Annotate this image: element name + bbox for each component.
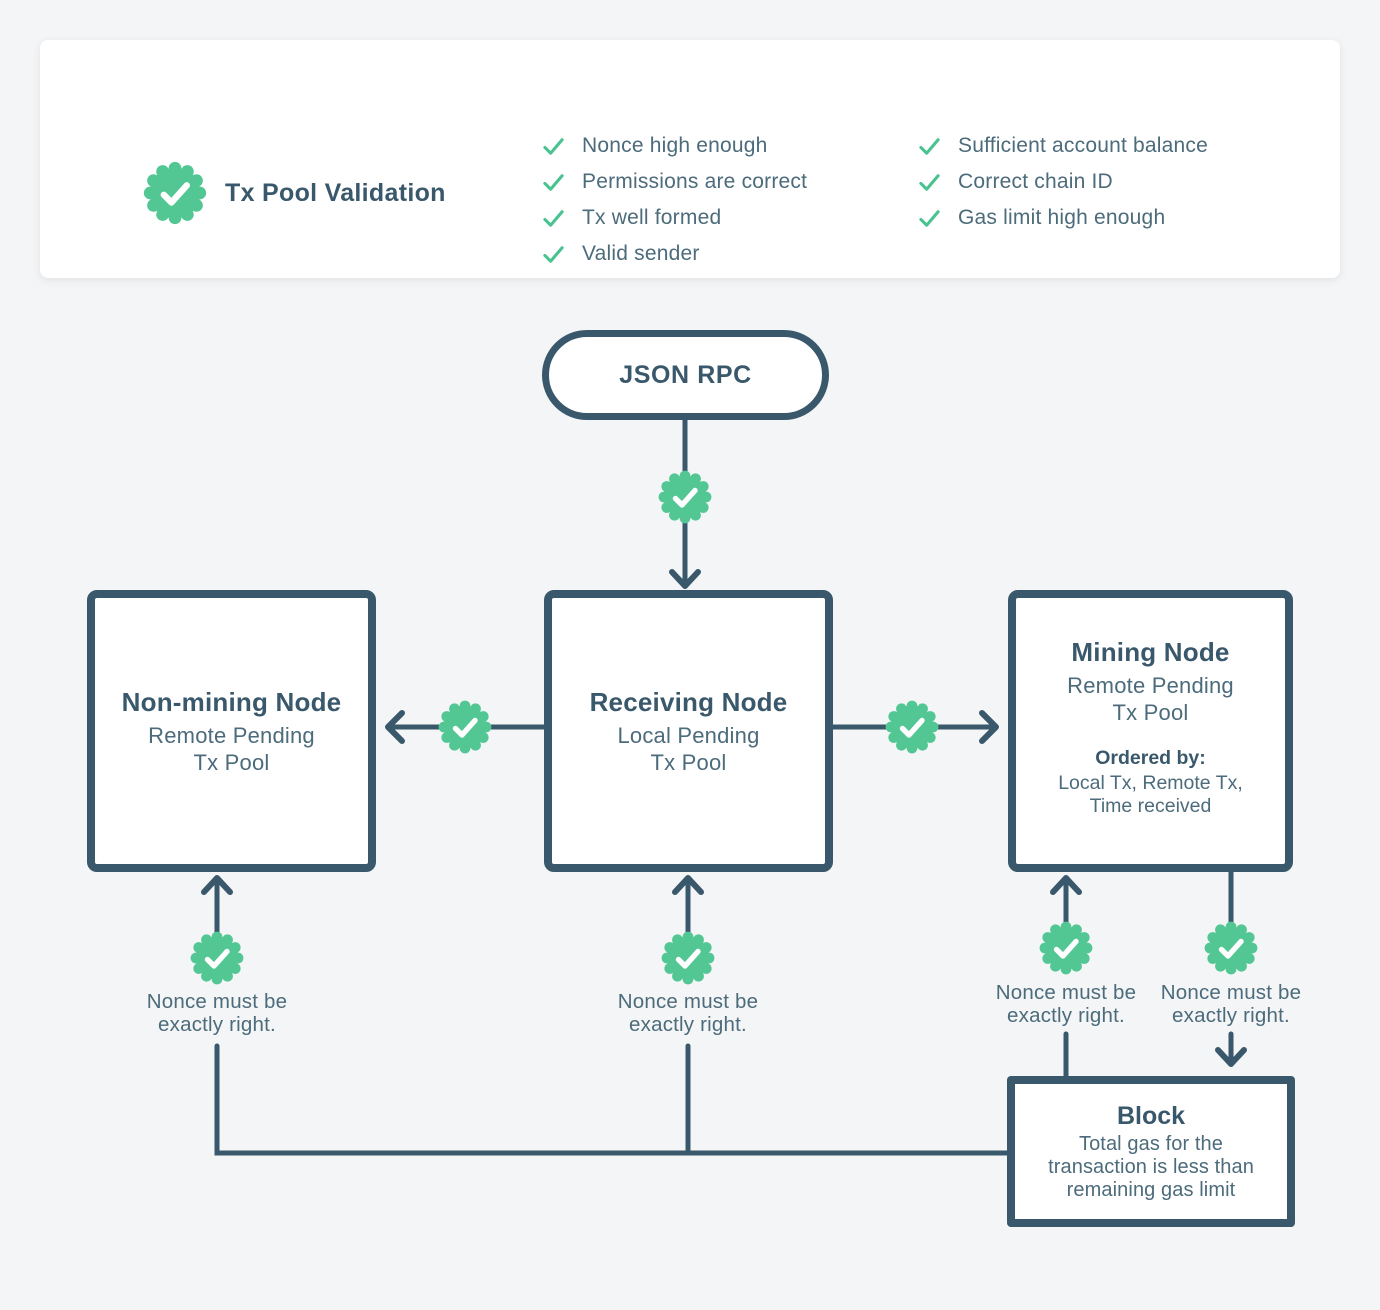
check-badge xyxy=(662,932,715,985)
check-seal-icon xyxy=(141,159,209,227)
non-mining-node: Non-mining Node Remote Pending Tx Pool xyxy=(87,590,376,872)
checklist-item: Gas limit high enough xyxy=(918,200,1208,236)
validation-card: Tx Pool Validation Nonce high enough Per… xyxy=(40,40,1340,278)
card-title: Tx Pool Validation xyxy=(225,178,446,207)
check-badge xyxy=(659,471,712,524)
node-subtitle: Local Pending Tx Pool xyxy=(617,723,760,775)
connector-block-to-nonmining xyxy=(201,875,1013,1156)
checklist-item: Permissions are correct xyxy=(542,164,807,200)
check-badge xyxy=(1040,922,1093,975)
json-rpc-label: JSON RPC xyxy=(619,360,752,389)
check-icon xyxy=(543,209,564,227)
node-title: Mining Node xyxy=(1071,637,1230,667)
arrow-up-icon xyxy=(201,875,233,895)
nonce-note-receiving: Nonce must be exactly right. xyxy=(617,990,759,1036)
json-rpc-node: JSON RPC xyxy=(542,330,829,420)
checklist-item: Valid sender xyxy=(542,236,807,272)
checklist-item: Tx well formed xyxy=(542,200,807,236)
check-icon xyxy=(919,137,940,155)
check-badge xyxy=(439,701,492,754)
check-icon xyxy=(543,245,564,263)
receiving-node: Receiving Node Local Pending Tx Pool xyxy=(544,590,833,872)
arrow-down-icon xyxy=(1215,1047,1247,1067)
arrow-up-icon xyxy=(1050,875,1082,895)
validation-checklist-right: Sufficient account balance Correct chain… xyxy=(918,128,1208,236)
block-body: Total gas for the transaction is less th… xyxy=(1048,1132,1254,1201)
checklist-item: Correct chain ID xyxy=(918,164,1208,200)
check-icon xyxy=(543,173,564,191)
mining-node: Mining Node Remote Pending Tx Pool Order… xyxy=(1008,590,1293,872)
arrow-up-icon xyxy=(672,875,704,895)
checklist-item: Nonce high enough xyxy=(542,128,807,164)
node-title: Non-mining Node xyxy=(121,687,342,717)
nonce-note-nonmining: Nonce must be exactly right. xyxy=(146,990,288,1036)
ordered-by-value: Local Tx, Remote Tx, Time received xyxy=(1058,772,1243,817)
check-icon xyxy=(919,209,940,227)
node-title: Receiving Node xyxy=(589,687,788,717)
block-title: Block xyxy=(1116,1101,1186,1130)
nonce-note-mining-down: Nonce must be exactly right. xyxy=(1160,981,1302,1027)
nonce-note-mining-up: Nonce must be exactly right. xyxy=(995,981,1137,1027)
connector-block-to-mining xyxy=(1050,875,1082,1083)
arrow-left-icon xyxy=(385,710,405,744)
check-icon xyxy=(919,173,940,191)
ordered-by-label: Ordered by: xyxy=(1095,747,1206,769)
node-subtitle: Remote Pending Tx Pool xyxy=(148,723,315,775)
check-badge xyxy=(191,932,244,985)
validation-checklist-left: Nonce high enough Permissions are correc… xyxy=(542,128,807,272)
check-badge xyxy=(886,701,939,754)
check-icon xyxy=(543,137,564,155)
arrow-right-icon xyxy=(979,710,999,744)
block-node: Block Total gas for the transaction is l… xyxy=(1007,1076,1295,1227)
node-subtitle: Remote Pending Tx Pool xyxy=(1067,673,1234,725)
checklist-item: Sufficient account balance xyxy=(918,128,1208,164)
arrow-down-icon xyxy=(669,569,701,589)
check-badge xyxy=(1205,922,1258,975)
